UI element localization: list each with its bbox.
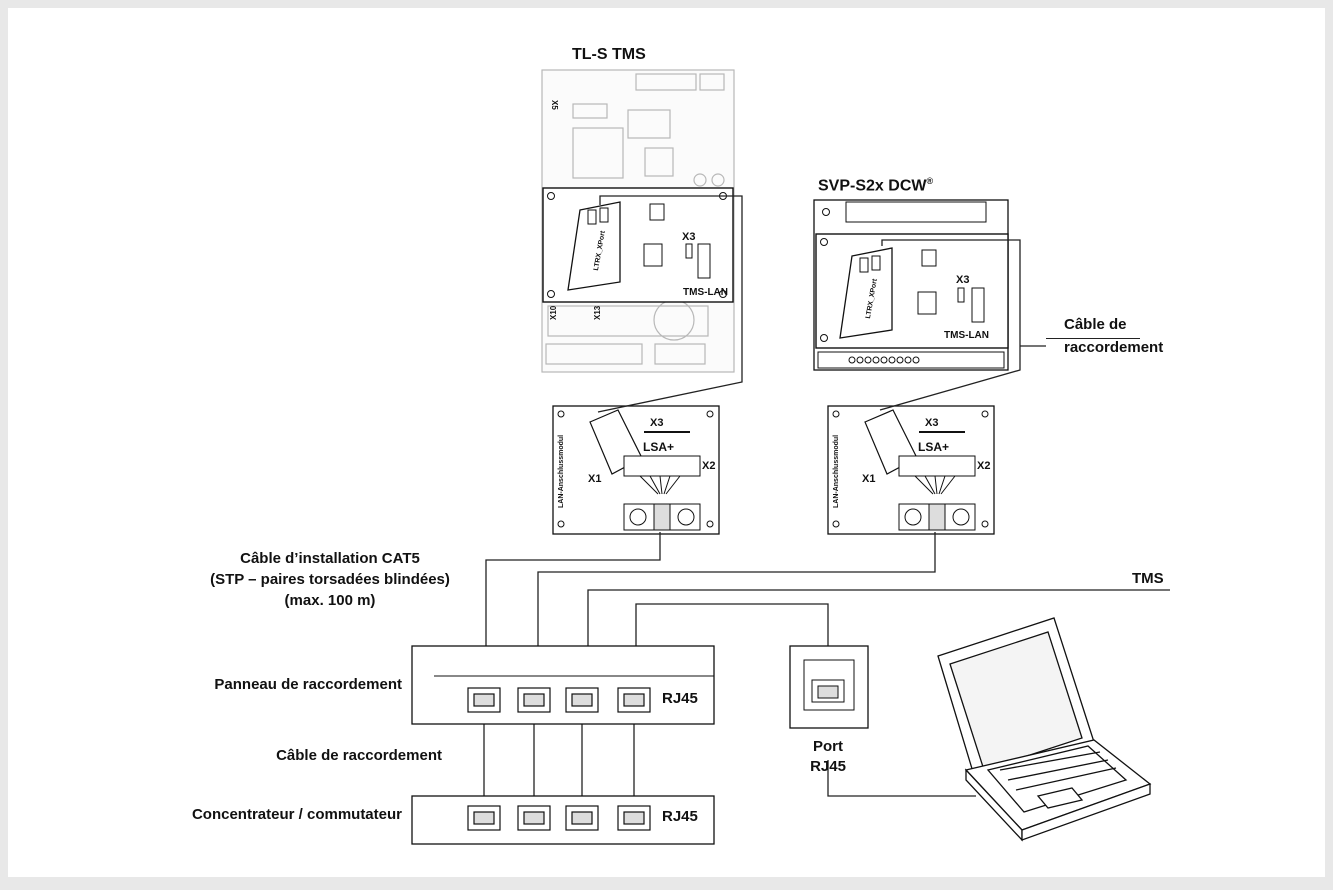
tls-tms-x3-label: X3 [682,231,696,243]
xport-connector-icon [567,201,621,291]
cat5-label-line3: (max. 100 m) [284,592,376,609]
lan-module-right [827,405,995,535]
patch-panel [411,645,715,725]
tls-tms-lan-module [542,187,734,303]
svp-registered-mark: ® [926,176,934,186]
cable-connect-label-line2: raccordement [1064,339,1164,356]
rj45-port-icon [467,687,501,713]
cables [483,195,1170,818]
cable-svp-to-lan-right [879,239,1021,411]
rj45-port-icon [467,805,501,831]
lan-left-side-label: LAN-Anschlussmodul [558,434,565,508]
cat5-label-line2: (STP – paires torsadées blindées) [210,571,450,588]
rj45-port-icon [565,687,599,713]
rj45-port-icon [617,687,651,713]
cable-connect-label-line1: Câble de [1064,316,1127,333]
lan-module-left [552,405,720,535]
lan-right-side-label: LAN-Anschlussmodul [833,434,840,508]
cable-connect-leader-line [1046,338,1140,339]
patch-panel-label: Panneau de raccordement [214,676,402,693]
svg-text:X10: X10 [549,305,558,320]
laptop-icon [937,617,1152,842]
rj45-port-icon [517,805,551,831]
lan-left-x3: X3 [650,417,664,429]
tms-label: TMS [1132,570,1164,587]
cable-port-to-laptop [827,760,976,797]
lan-left-x1: X1 [588,473,602,485]
lan-right-lsa: LSA+ [918,440,950,454]
patch-panel-rj45-label: RJ45 [662,690,698,707]
hub-label: Concentrateur / commutateur [191,806,402,823]
cable-cat5-left [485,532,661,646]
cable-tms [587,589,1170,646]
tls-tms-title: TL-S TMS [572,46,646,63]
hub-rj45-label: RJ45 [662,808,698,825]
lan-right-x3: X3 [925,417,939,429]
svp-board [813,199,1009,371]
lan-left-x2: X2 [702,460,716,472]
rj45-port-icon [617,805,651,831]
svp-lan-label: TMS-LAN [944,330,989,341]
cable-to-port [635,603,829,646]
cat5-label-line1: Câble d’installation CAT5 [240,550,420,567]
port-label-line1: Port [813,738,843,755]
tls-tms-lan-label: TMS-LAN [683,287,728,298]
port-label-line2: RJ45 [810,758,846,775]
wall-port [789,645,869,729]
rj45-port-icon [565,805,599,831]
lan-right-x2: X2 [977,460,991,472]
svp-title: SVP-S2x DCW® [818,176,934,195]
lan-left-lsa: LSA+ [643,440,675,454]
rj45-port-icon [517,687,551,713]
patch-cable-label: Câble de raccordement [276,747,442,764]
svg-text:X5: X5 [550,100,559,110]
svg-text:X13: X13 [593,305,602,320]
hub-switch [411,795,715,845]
rj45-port-icon [811,679,845,703]
lan-right-x1: X1 [862,473,876,485]
cable-tls-to-lan-left [597,195,743,413]
cable-cat5-right [537,532,936,646]
svp-x3-label: X3 [956,274,970,286]
